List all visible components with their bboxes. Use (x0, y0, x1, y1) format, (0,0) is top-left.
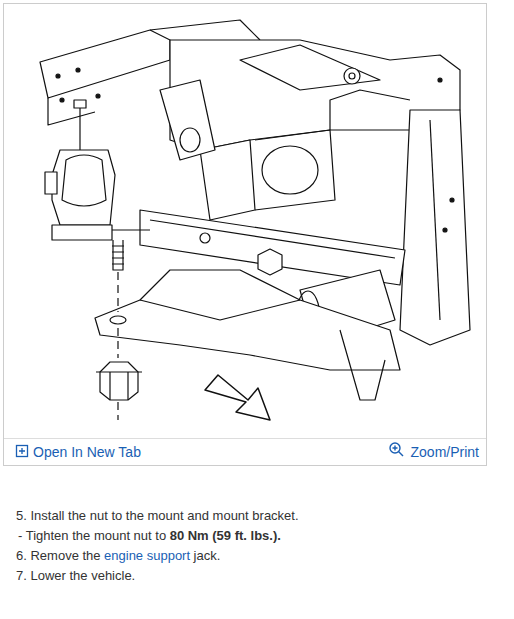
toolbar-divider (4, 438, 486, 439)
link-text: engine support (104, 548, 190, 563)
torque-value: 80 Nm (59 ft. lbs.). (170, 528, 281, 543)
instruction-line: 7. Lower the vehicle. (16, 568, 139, 584)
zoom-icon (390, 443, 403, 456)
instruction-line: - Tighten the mount nut to 80 Nm (59 ft. … (18, 528, 284, 544)
toolbar-link: Open In New Tab (33, 444, 141, 460)
instruction-text: - Tighten the mount nut to (18, 528, 166, 543)
instruction-text: 7. Lower the vehicle. (16, 568, 135, 583)
instruction-text: 6. Remove the (16, 548, 101, 563)
instruction-line: 5. Install the nut to the mount and moun… (16, 508, 302, 524)
engine-mount-drawing (40, 20, 470, 420)
open-tab-icon (17, 446, 28, 457)
instruction-text: 5. Install the nut to the mount and moun… (16, 508, 299, 523)
toolbar-link: Zoom/Print (411, 444, 479, 460)
instruction-text: jack. (194, 548, 221, 563)
frame (4, 4, 487, 466)
instruction-line: 6. Remove theengine support jack. (16, 548, 224, 564)
